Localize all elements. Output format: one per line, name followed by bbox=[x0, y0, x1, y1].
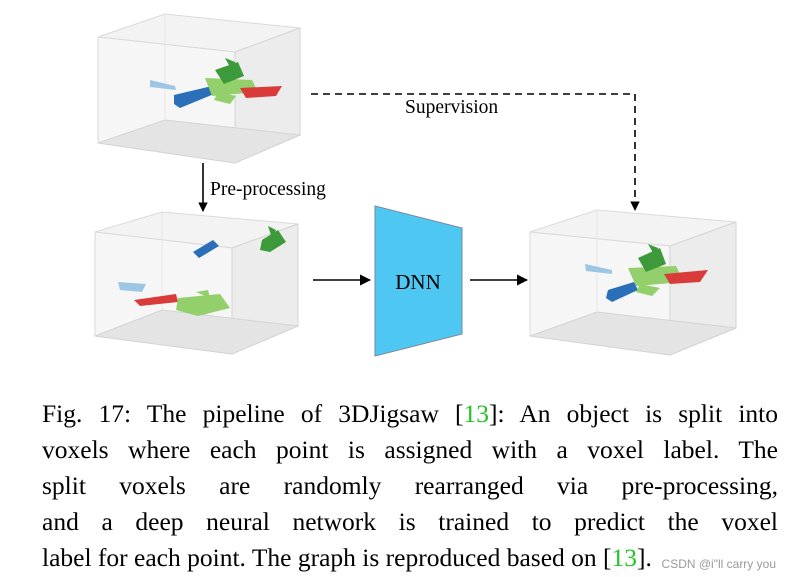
caption-line-1: Fig. 17: The pipeline of 3DJigsaw [13]: … bbox=[42, 396, 778, 432]
caption-line-2: voxels where each point is assigned with… bbox=[42, 435, 778, 464]
predicted-labels-box bbox=[529, 209, 737, 356]
reconstructed-point-cloud bbox=[585, 244, 708, 302]
pipeline-figure: DNN Supervision Pre-processing bbox=[94, 13, 737, 357]
shuffled-voxels-box bbox=[94, 211, 300, 355]
caption-line-3: split voxels are randomly rearranged via… bbox=[42, 471, 778, 500]
caption-text: label for each point. The graph is repro… bbox=[42, 543, 612, 572]
caption-line-5: label for each point. The graph is repro… bbox=[42, 540, 778, 576]
preprocessing-label: Pre-processing bbox=[210, 179, 326, 200]
supervision-arrow bbox=[311, 93, 640, 211]
shuffled-point-cloud bbox=[118, 226, 286, 316]
caption-line-4: and a deep neural network is trained to … bbox=[42, 507, 778, 536]
caption-text: ]: An object is split into bbox=[489, 399, 779, 428]
watermark: CSDN @i"ll carry you bbox=[661, 557, 776, 571]
original-object-box bbox=[97, 13, 302, 164]
figure-caption: Fig. 17: The pipeline of 3DJigsaw [13]: … bbox=[42, 396, 778, 576]
citation-link[interactable]: 13 bbox=[463, 399, 490, 428]
caption-text: Fig. 17: The pipeline of 3DJigsaw [ bbox=[42, 399, 464, 428]
caption-text: ]. bbox=[637, 543, 652, 572]
airplane-point-cloud bbox=[150, 58, 282, 108]
dnn-block: DNN bbox=[374, 205, 463, 357]
supervision-label: Supervision bbox=[405, 97, 498, 118]
citation-link[interactable]: 13 bbox=[611, 543, 638, 572]
dnn-label: DNN bbox=[395, 270, 441, 294]
